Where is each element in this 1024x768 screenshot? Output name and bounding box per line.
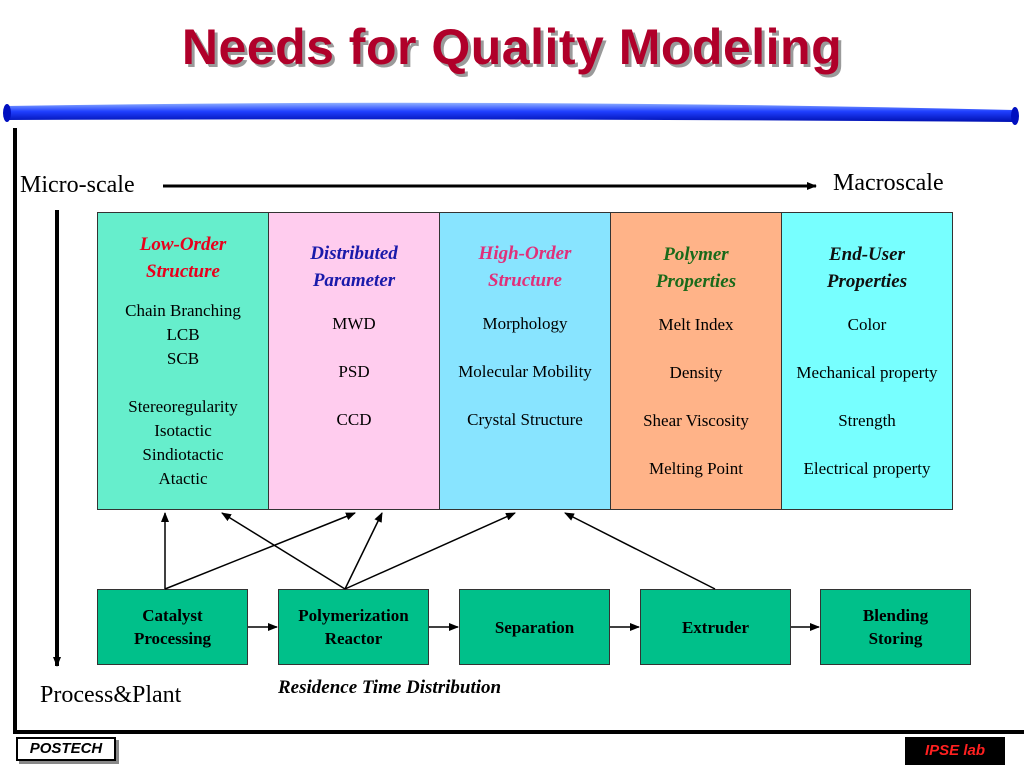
title-underline-bar xyxy=(3,102,1019,125)
list-item: Mechanical property xyxy=(796,363,938,382)
list-item: Strength xyxy=(838,411,896,430)
list-item: Melt Index xyxy=(658,315,734,334)
process-box-separation: Separation xyxy=(459,589,610,665)
list-item: Morphology xyxy=(482,314,568,333)
list-item: Atactic xyxy=(158,469,208,488)
macroscale-label: Macroscale xyxy=(833,170,944,196)
list-item: Chain Branching xyxy=(125,301,241,320)
column-items: MWD PSD CCD xyxy=(269,312,439,432)
column-items: Chain Branching LCB SCB Stereoregularity… xyxy=(98,299,268,491)
list-item: LCB xyxy=(166,325,200,344)
arrow-reactor-to-high-order xyxy=(344,512,516,590)
column-items: Morphology Molecular Mobility Crystal St… xyxy=(440,312,610,432)
micro-scale-label: Micro-scale xyxy=(20,172,135,198)
list-item: MWD xyxy=(332,314,376,333)
frame-bottom-border xyxy=(13,730,1024,734)
column-items: Melt Index Density Shear Viscosity Melti… xyxy=(611,313,781,481)
list-item: Molecular Mobility xyxy=(458,362,592,381)
frame-left-border xyxy=(13,128,17,733)
ipse-lab-logo: IPSE lab xyxy=(905,737,1005,765)
arrow-reactor-to-low-order xyxy=(221,512,346,590)
process-box-extruder: Extruder xyxy=(640,589,791,665)
list-item: Isotactic xyxy=(154,421,212,440)
column-items: Color Mechanical property Strength Elect… xyxy=(782,313,952,481)
arrow-reactor-to-distributed xyxy=(344,512,383,590)
arrow-catalyst-to-distributed xyxy=(164,512,356,590)
process-plant-label: Process&Plant xyxy=(40,682,182,708)
list-item: Color xyxy=(847,315,887,334)
residence-time-distribution-label: Residence Time Distribution xyxy=(278,677,502,698)
list-item: CCD xyxy=(336,410,372,429)
arrow-extruder-to-high-order xyxy=(564,512,716,590)
list-item: Density xyxy=(669,363,723,382)
list-item: Crystal Structure xyxy=(467,410,583,429)
list-item: Melting Point xyxy=(649,459,743,478)
list-item: Stereoregularity xyxy=(128,397,238,416)
list-item: PSD xyxy=(338,362,370,381)
list-item: Electrical property xyxy=(803,459,931,478)
list-item: Sindiotactic xyxy=(142,445,224,464)
list-item: SCB xyxy=(166,349,200,368)
page-title: Needs for Quality Modeling xyxy=(181,19,843,75)
postech-logo: POSTECH xyxy=(16,737,116,761)
list-item: Shear Viscosity xyxy=(643,411,749,430)
list-spacer xyxy=(98,371,268,395)
